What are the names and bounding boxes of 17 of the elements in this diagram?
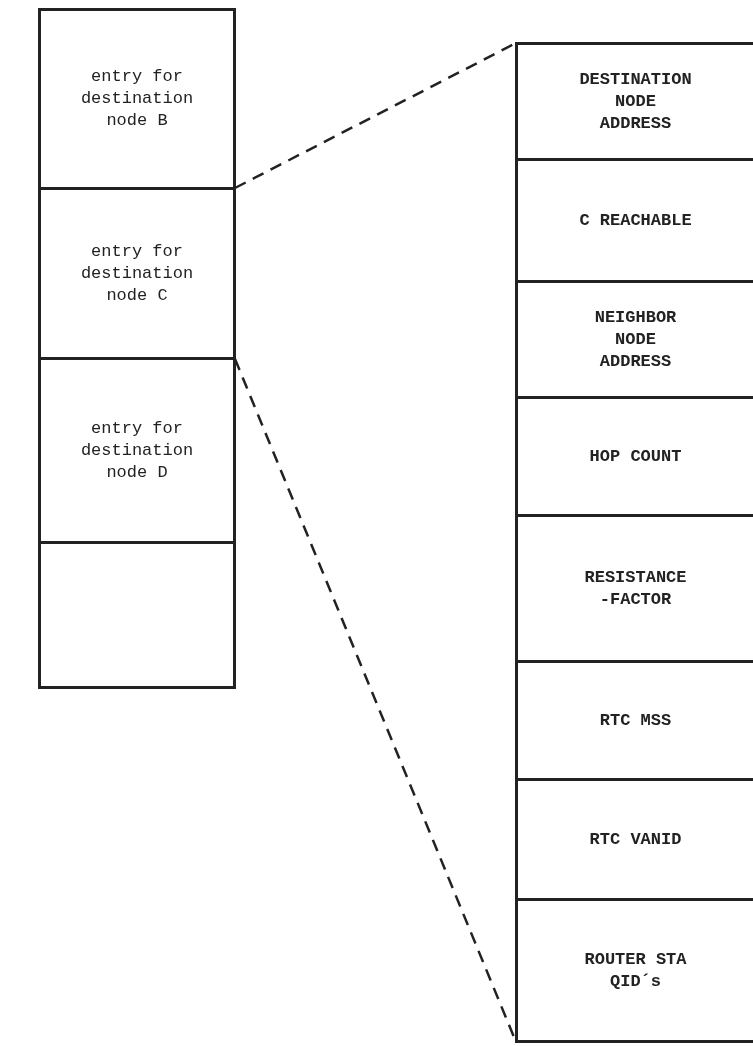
cell-text: entry for destination node B — [79, 66, 195, 132]
cell-text: RTC VANID — [588, 828, 683, 851]
cell-text: DESTINATION NODE ADDRESS — [578, 68, 693, 135]
cell-text: RESISTANCE -FACTOR — [583, 566, 688, 611]
empty-cell — [38, 541, 236, 689]
cell-text: C REACHABLE — [578, 209, 693, 232]
table-cell — [515, 898, 753, 1043]
table-cell — [38, 357, 236, 544]
cell-text: NEIGHBOR NODE ADDRESS — [593, 306, 678, 373]
table-cell — [515, 42, 753, 161]
cell-text: entry for destination node C — [79, 240, 195, 307]
cell-text: HOP COUNT — [588, 445, 683, 468]
cell-text: ROUTER STA QID´s — [583, 948, 688, 993]
table-cell — [38, 187, 236, 360]
table-cell — [38, 8, 236, 190]
cell-text: entry for destination node D — [79, 417, 195, 484]
cell-text: RTC MSS — [598, 709, 673, 732]
